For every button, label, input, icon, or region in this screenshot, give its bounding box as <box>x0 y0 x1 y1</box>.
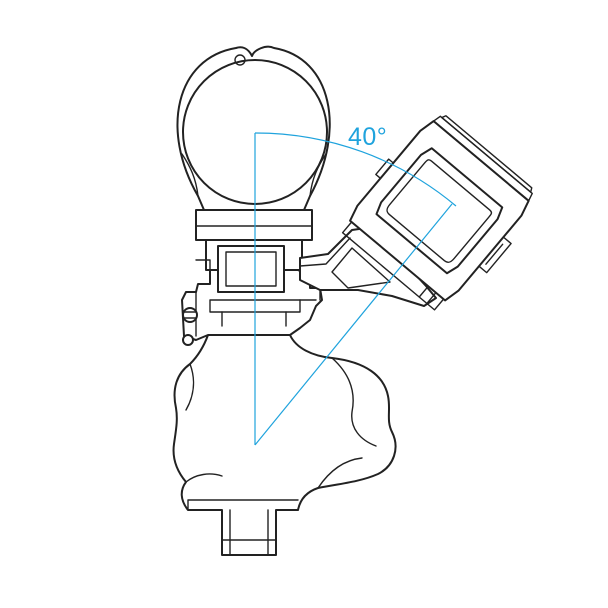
angle-arc <box>254 132 457 207</box>
offset-mount-arm <box>299 227 437 307</box>
angle-label: 40° <box>348 123 388 151</box>
angle-annotation <box>254 132 457 446</box>
scope-ring-mount <box>176 45 331 293</box>
rifle-receiver <box>172 334 397 556</box>
sight-axis-line <box>254 203 453 446</box>
